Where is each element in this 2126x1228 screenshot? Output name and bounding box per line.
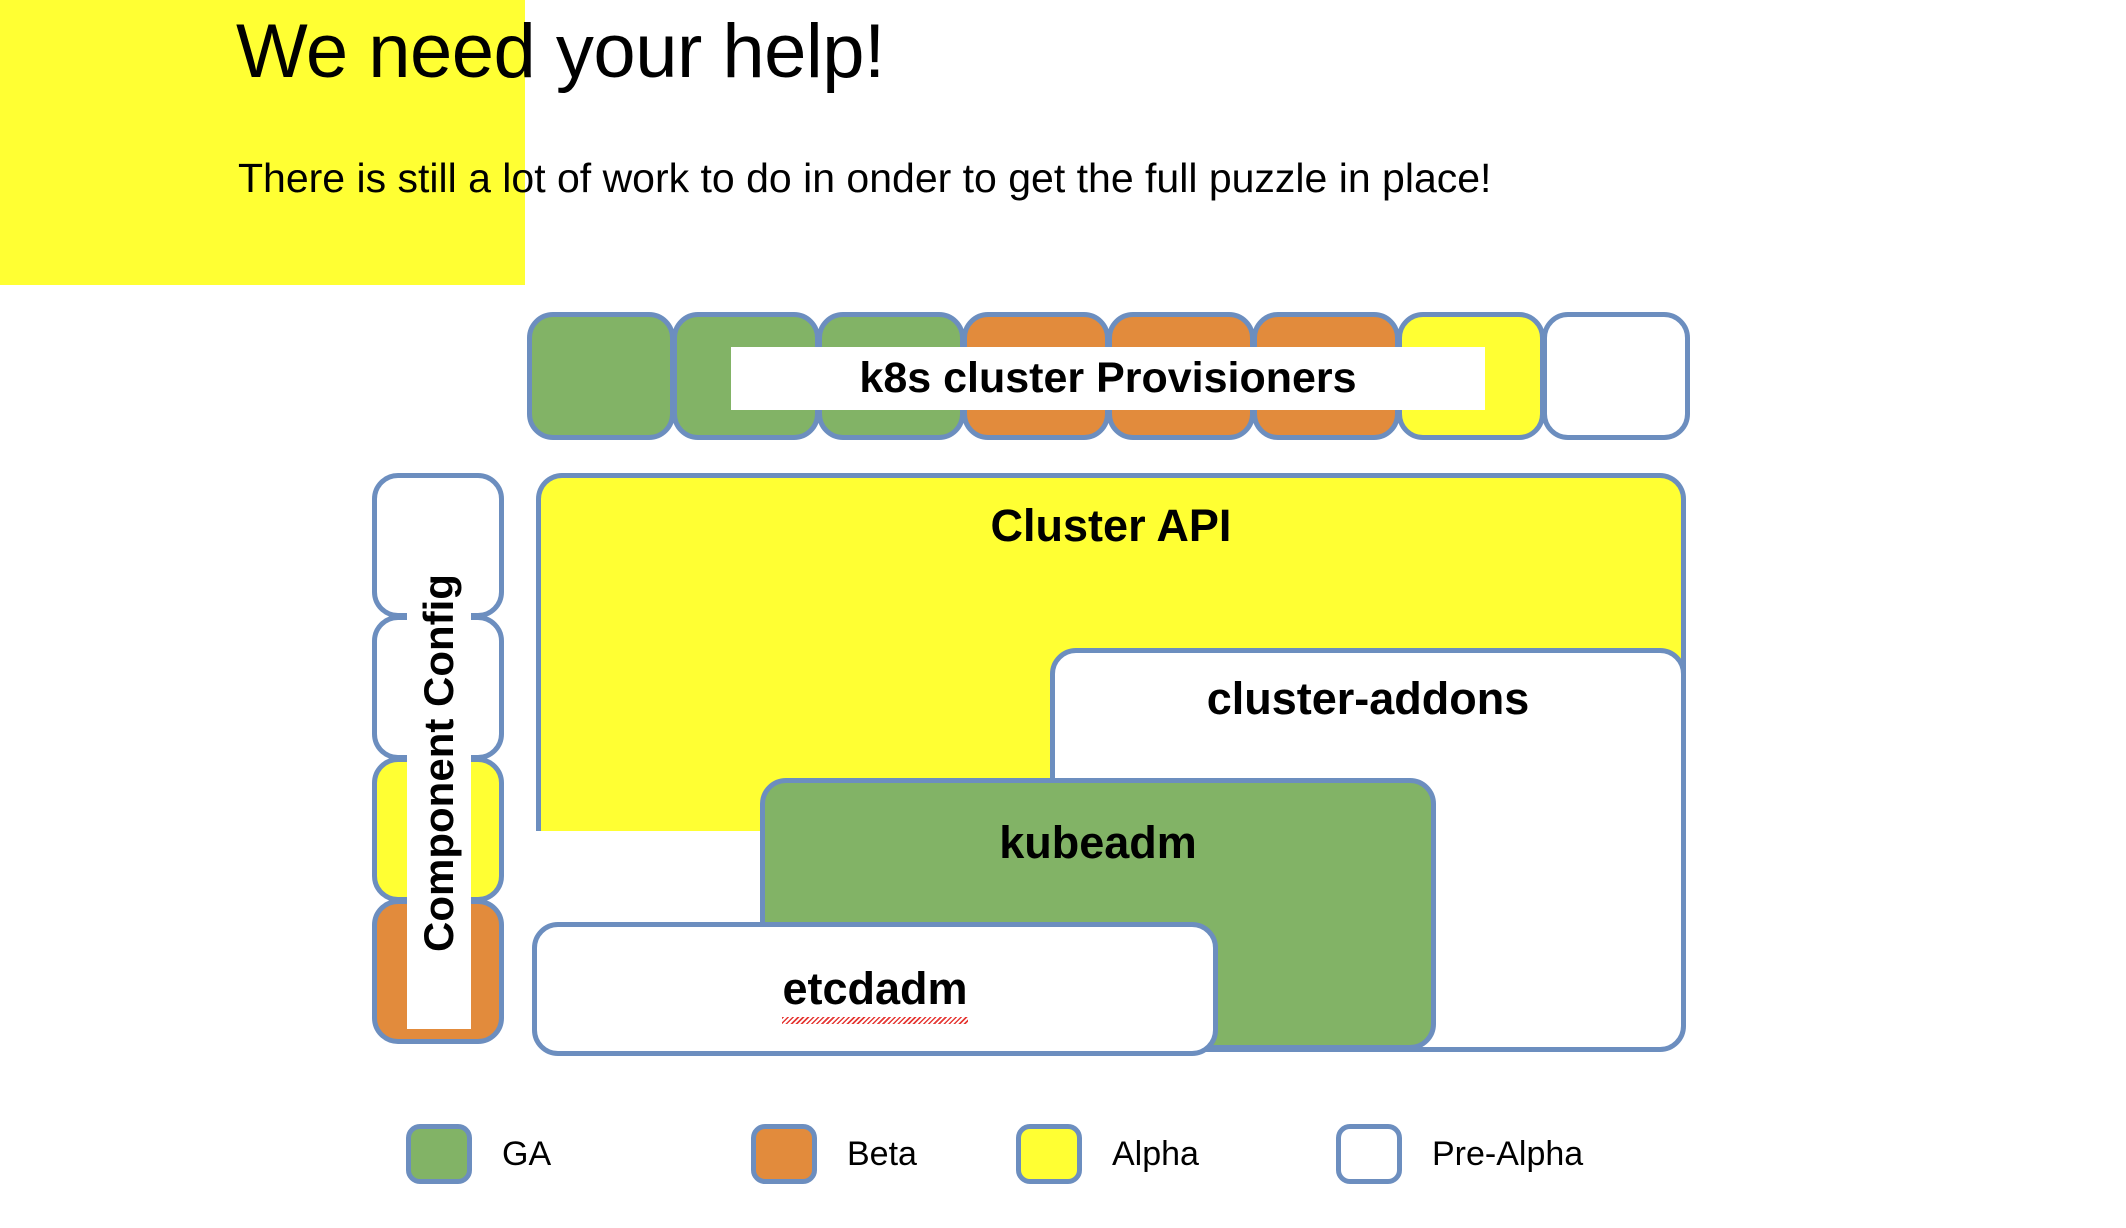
cluster-api-box-lower-extension <box>0 0 525 285</box>
kubeadm-label: kubeadm <box>999 817 1197 868</box>
legend-item-pre-alpha: Pre-Alpha <box>1336 1124 1583 1184</box>
provisioner-cell-7[interactable] <box>1542 312 1690 440</box>
cluster-addons-label: cluster-addons <box>1206 673 1530 724</box>
legend-swatch-alpha <box>1016 1124 1082 1184</box>
legend-swatch-pre-alpha <box>1336 1124 1402 1184</box>
legend-swatch-beta <box>751 1124 817 1184</box>
component-config-banner: Component Config <box>407 497 471 1029</box>
page-subtitle: There is still a lot of work to do in on… <box>238 155 1492 201</box>
page-title: We need your help! <box>236 9 885 94</box>
legend-label-pre-alpha: Pre-Alpha <box>1432 1134 1584 1173</box>
legend-swatch-ga <box>406 1124 472 1184</box>
legend-label-alpha: Alpha <box>1112 1134 1199 1173</box>
legend-label-ga: GA <box>502 1134 552 1173</box>
k8s-cluster-provisioners-banner: k8s cluster Provisioners <box>731 347 1485 410</box>
legend-label-beta: Beta <box>847 1134 917 1173</box>
k8s-cluster-provisioners-label: k8s cluster Provisioners <box>859 354 1357 402</box>
etcdadm-label: etcdadm <box>532 963 1218 1024</box>
provisioner-cell-0[interactable] <box>527 312 675 440</box>
legend-item-beta: Beta <box>751 1124 917 1184</box>
cluster-api-label: Cluster API <box>990 500 1232 551</box>
legend-item-alpha: Alpha <box>1016 1124 1199 1184</box>
component-config-label: Component Config <box>415 574 463 952</box>
etcdadm-label-text: etcdadm <box>782 963 968 1024</box>
legend-item-ga: GA <box>406 1124 551 1184</box>
